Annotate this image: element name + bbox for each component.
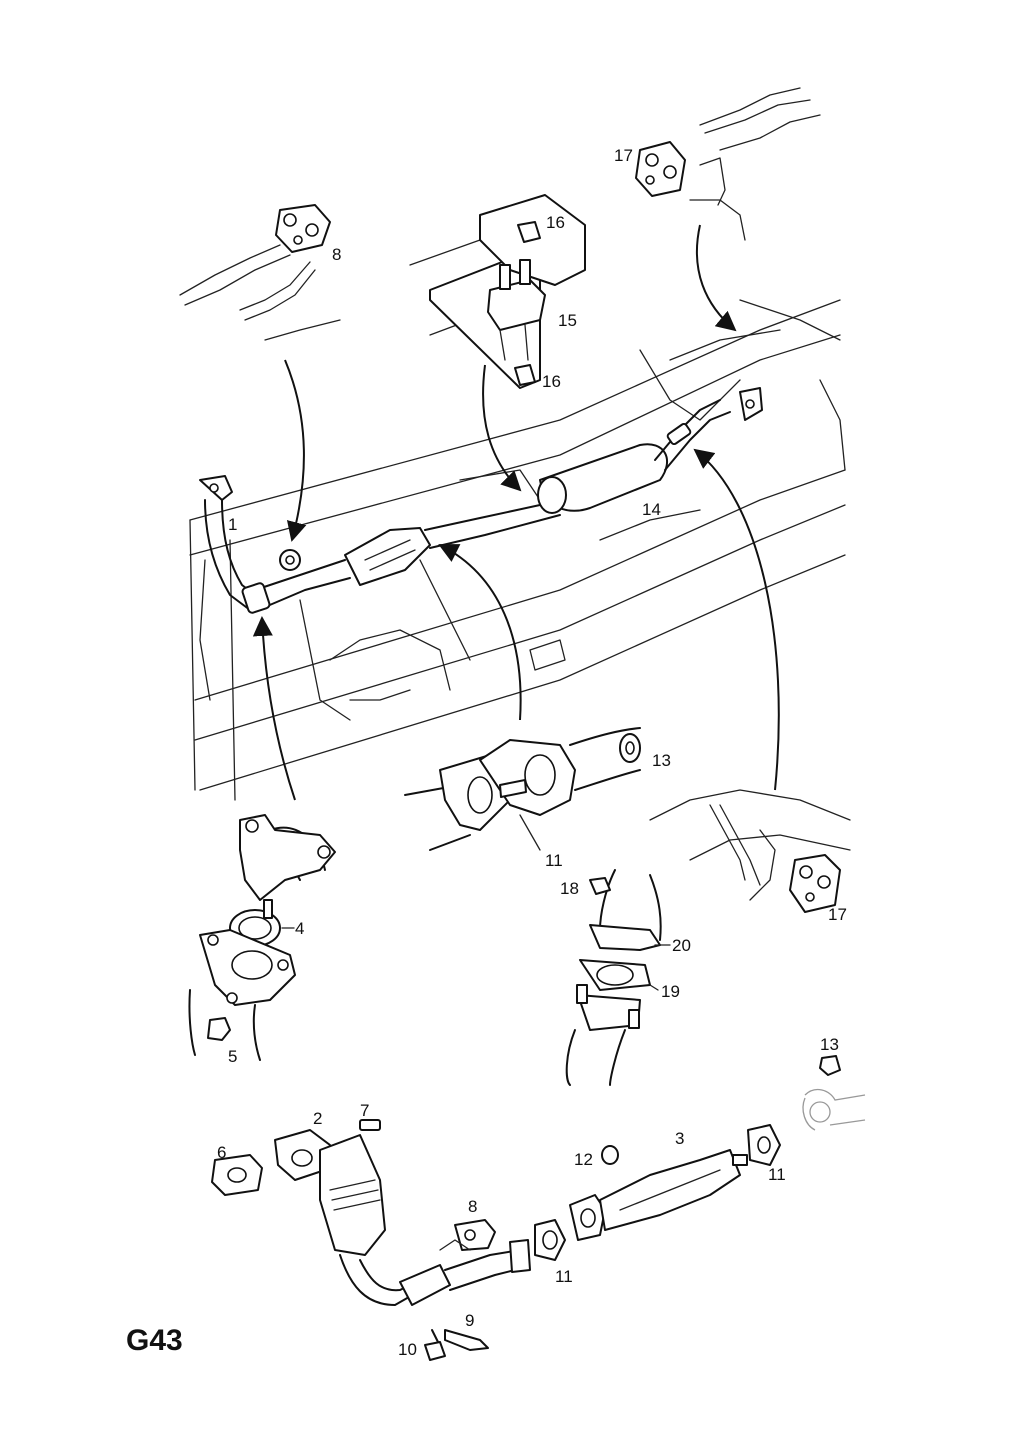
- callout-20: 20: [672, 936, 691, 955]
- inset-hanger-8: [179, 204, 341, 341]
- callout-15: 15: [558, 311, 577, 330]
- callout-11-left: 11: [555, 1267, 573, 1286]
- callout-13-bottom: 13: [820, 1035, 839, 1054]
- inset-hanger-17-top: [635, 87, 821, 241]
- leader-lines: [281, 814, 671, 991]
- callout-9: 9: [465, 1311, 474, 1330]
- inset-flange-11: [404, 727, 641, 851]
- callout-8-bottom: 8: [468, 1197, 477, 1216]
- inset-flange-19-20: [565, 869, 662, 1086]
- inset-hanger-17-mid: [649, 789, 851, 913]
- callout-17-mid: 17: [828, 905, 847, 924]
- callout-7: 7: [360, 1101, 369, 1120]
- callout-3: 3: [675, 1129, 684, 1148]
- callout-10: 10: [398, 1340, 417, 1359]
- callout-17-top: 17: [614, 146, 633, 165]
- exhaust-pipe-assembly: [199, 387, 763, 614]
- callout-5: 5: [228, 1047, 237, 1066]
- callout-1: 1: [228, 515, 237, 534]
- callout-14: 14: [642, 500, 661, 519]
- callout-16-top: 16: [546, 213, 565, 232]
- chassis-frame: [189, 299, 846, 801]
- callout-8-top: 8: [332, 245, 341, 264]
- callout-2: 2: [313, 1109, 322, 1128]
- callout-16-bottom: 16: [542, 372, 561, 391]
- callout-19: 19: [661, 982, 680, 1001]
- callout-4: 4: [295, 919, 304, 938]
- inset-mount-15: [409, 194, 586, 389]
- callout-11-mid: 11: [545, 851, 563, 870]
- callout-18: 18: [560, 879, 579, 898]
- callout-11-right: 11: [768, 1165, 786, 1184]
- diagram-code: G43: [126, 1324, 183, 1357]
- callout-labels: 1 8 16 15 16 17 14 13 11 4 5 18 20 19 17…: [126, 146, 847, 1359]
- callout-6: 6: [217, 1143, 226, 1162]
- inset-flange-4: [188, 814, 336, 1061]
- callout-12: 12: [574, 1150, 593, 1169]
- callout-13-mid: 13: [652, 751, 671, 770]
- bottom-exploded-assembly: [211, 1055, 866, 1361]
- callout-arrows: [252, 224, 780, 801]
